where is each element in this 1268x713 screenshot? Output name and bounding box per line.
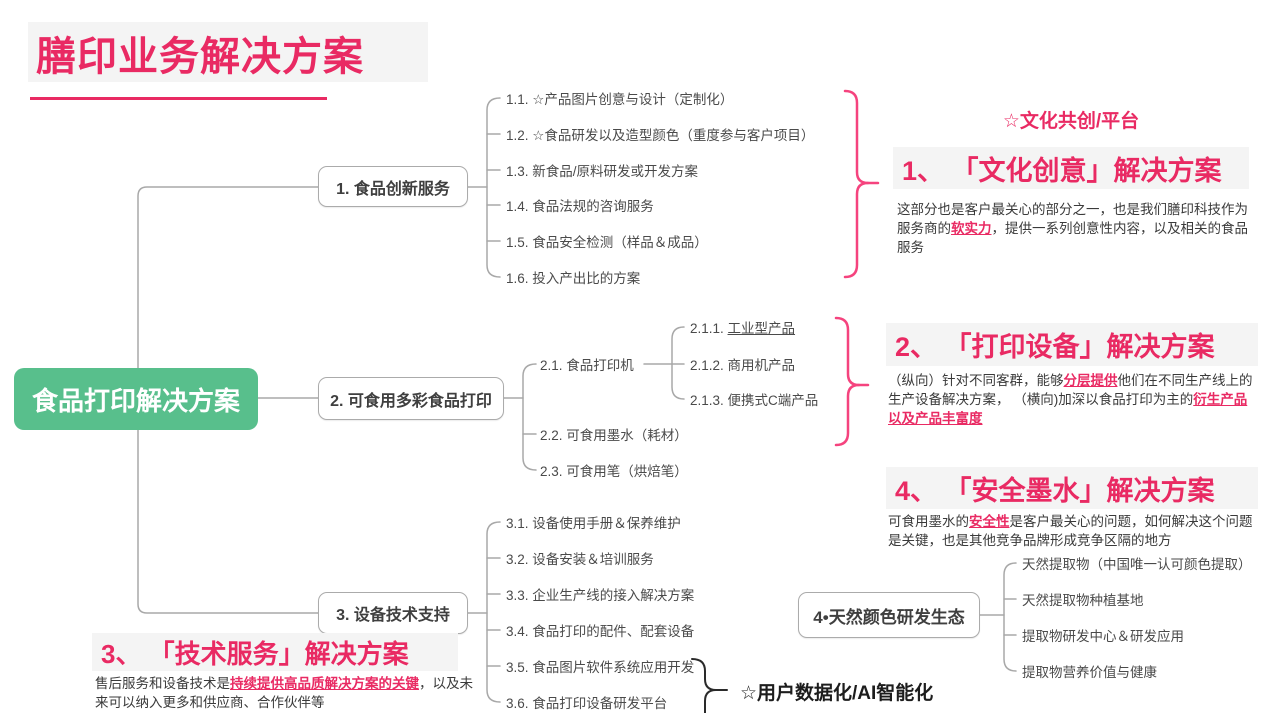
branch-node-edible-printing: 2. 可食用多彩食品打印 — [318, 377, 504, 420]
section4-header: 4、 「安全墨水」解决方案 — [886, 467, 1258, 509]
leaf-item: 3.4. 食品打印的配件、配套设备 — [506, 624, 695, 639]
section3-header: 3、 「技术服务」解决方案 — [92, 633, 458, 671]
title-underline — [30, 97, 327, 100]
leaf-item: 2.3. 可食用笔（烘焙笔） — [540, 464, 688, 479]
leaf-item: 2.1.2. 商用机产品 — [690, 358, 796, 373]
leaf-item: 2.1. 食品打印机 — [540, 358, 634, 373]
leaf-item: 2.1.1. 工业型产品 — [690, 321, 796, 336]
branch-node-natural-color: 4•天然颜色研发生态 — [798, 592, 980, 638]
root-node: 食品打印解决方案 — [14, 368, 258, 430]
branch4-lines — [979, 562, 1017, 672]
section1-tag: ☆文化共创/平台 — [1002, 111, 1140, 132]
trunk-lines — [137, 186, 319, 614]
leaf-item: 天然提取物种植基地 — [1022, 593, 1144, 608]
leaf-item: 1.6. 投入产出比的方案 — [506, 271, 641, 286]
leaf-item: 1.4. 食品法规的咨询服务 — [506, 199, 654, 214]
leaf-item: 天然提取物（中国唯一认可颜色提取） — [1022, 557, 1252, 572]
branch-node-food-innovation: 1. 食品创新服务 — [318, 166, 468, 207]
leaf-item: 3.2. 设备安装＆培训服务 — [506, 552, 654, 567]
leaf-item: 3.6. 食品打印设备研发平台 — [506, 696, 668, 711]
section2-header: 2、 「打印设备」解决方案 — [886, 323, 1258, 366]
leaf-item: 2.2. 可食用墨水（耗材） — [540, 428, 688, 443]
underlined-text: 工业型产品 — [727, 321, 796, 336]
leaf-item: 1.3. 新食品/原料研发或开发方案 — [506, 164, 699, 179]
branch-node-tech-support: 3. 设备技术支持 — [318, 592, 468, 634]
title-background — [28, 22, 428, 82]
section1-paragraph: 这部分也是客户最关心的部分之一，也是我们膳印科技作为服务商的软实力，提供一系列创… — [897, 202, 1248, 255]
leaf-item: 提取物研发中心＆研发应用 — [1022, 629, 1184, 644]
leaf-item: 1.2. ☆食品研发以及造型颜色（重度参与客户项目） — [506, 128, 815, 143]
leaf-item: 1.1. ☆产品图片创意与设计（定制化） — [506, 92, 734, 107]
section4-paragraph: 可食用墨水的安全性是客户最关心的问题，如何解决这个问题是关键，也是其他竞争品牌形… — [888, 514, 1253, 548]
leaf-item: 2.1.3. 便携式C端产品 — [690, 393, 819, 408]
branch3-lines — [467, 521, 501, 703]
leaf-item: 3.5. 食品图片软件系统应用开发 — [506, 660, 695, 675]
branch1-lines — [467, 97, 501, 278]
user-data-ai-label: ☆用户数据化/AI智能化 — [740, 683, 934, 704]
leaf-item: 3.3. 企业生产线的接入解决方案 — [506, 588, 695, 603]
leaf-item: 1.5. 食品安全检测（样品＆成品） — [506, 235, 708, 250]
leaf-item: 提取物营养价值与健康 — [1022, 665, 1157, 680]
section1-header: 1、 「文化创意」解决方案 — [893, 147, 1249, 189]
section3-paragraph: 售后服务和设备技术是持续提供高品质解决方案的关键，以及未来可以纳入更多和供应商、… — [95, 676, 473, 710]
page-title: 膳印业务解决方案 — [36, 35, 364, 79]
leaf-item: 3.1. 设备使用手册＆保养维护 — [506, 516, 681, 531]
pink-bracket-section2 — [834, 316, 870, 447]
pink-bracket-section1 — [843, 89, 880, 279]
branch2-lines — [503, 326, 685, 471]
section2-paragraph: （纵向）针对不同客群，能够分层提供他们在不同生产线上的生产设备解决方案， （横向… — [888, 373, 1253, 426]
black-bracket-user-data — [691, 658, 728, 713]
